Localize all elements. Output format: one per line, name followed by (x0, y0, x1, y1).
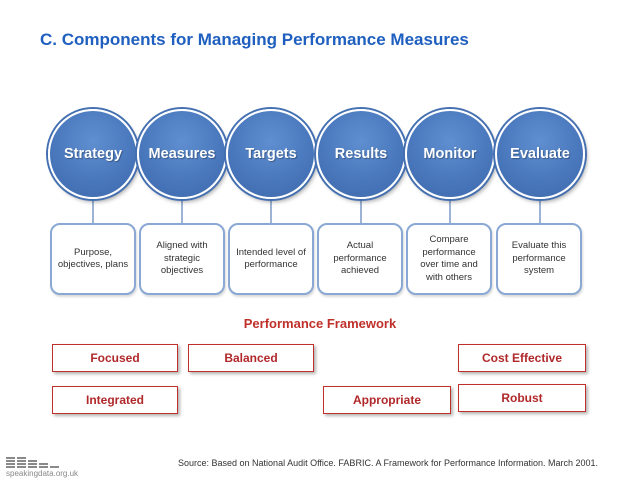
page-title: C. Components for Managing Performance M… (40, 30, 469, 49)
framework-item-balanced: Balanced (188, 344, 314, 372)
component-description-measures: Aligned with strategic objectives (139, 223, 225, 295)
connector-monitor (449, 195, 451, 223)
framework-item-cost-effective: Cost Effective (458, 344, 586, 372)
connector-results (360, 195, 362, 223)
connector-targets (270, 195, 272, 223)
component-circle-measures: Measures (137, 109, 227, 199)
framework-title: Performance Framework (243, 316, 397, 331)
connector-evaluate (539, 195, 541, 223)
framework-item-robust: Robust (458, 384, 586, 412)
connector-strategy (92, 195, 94, 223)
component-description-results: Actual performance achieved (317, 223, 403, 295)
component-description-evaluate: Evaluate this performance system (496, 223, 582, 295)
component-description-strategy: Purpose, objectives, plans (50, 223, 136, 295)
speakingdata-logo-icon (6, 457, 59, 468)
framework-item-appropriate: Appropriate (323, 386, 451, 414)
component-description-monitor: Compare performance over time and with o… (406, 223, 492, 295)
framework-item-integrated: Integrated (52, 386, 178, 414)
component-circle-results: Results (316, 109, 406, 199)
source-citation: Source: Based on National Audit Office. … (178, 458, 599, 468)
component-circle-evaluate: Evaluate (495, 109, 585, 199)
logo-text: speakingdata.org.uk (6, 469, 79, 478)
framework-item-focused: Focused (52, 344, 178, 372)
component-description-targets: Intended level of performance (228, 223, 314, 295)
component-circle-targets: Targets (226, 109, 316, 199)
connector-measures (181, 195, 183, 223)
component-circle-monitor: Monitor (405, 109, 495, 199)
component-circle-strategy: Strategy (48, 109, 138, 199)
